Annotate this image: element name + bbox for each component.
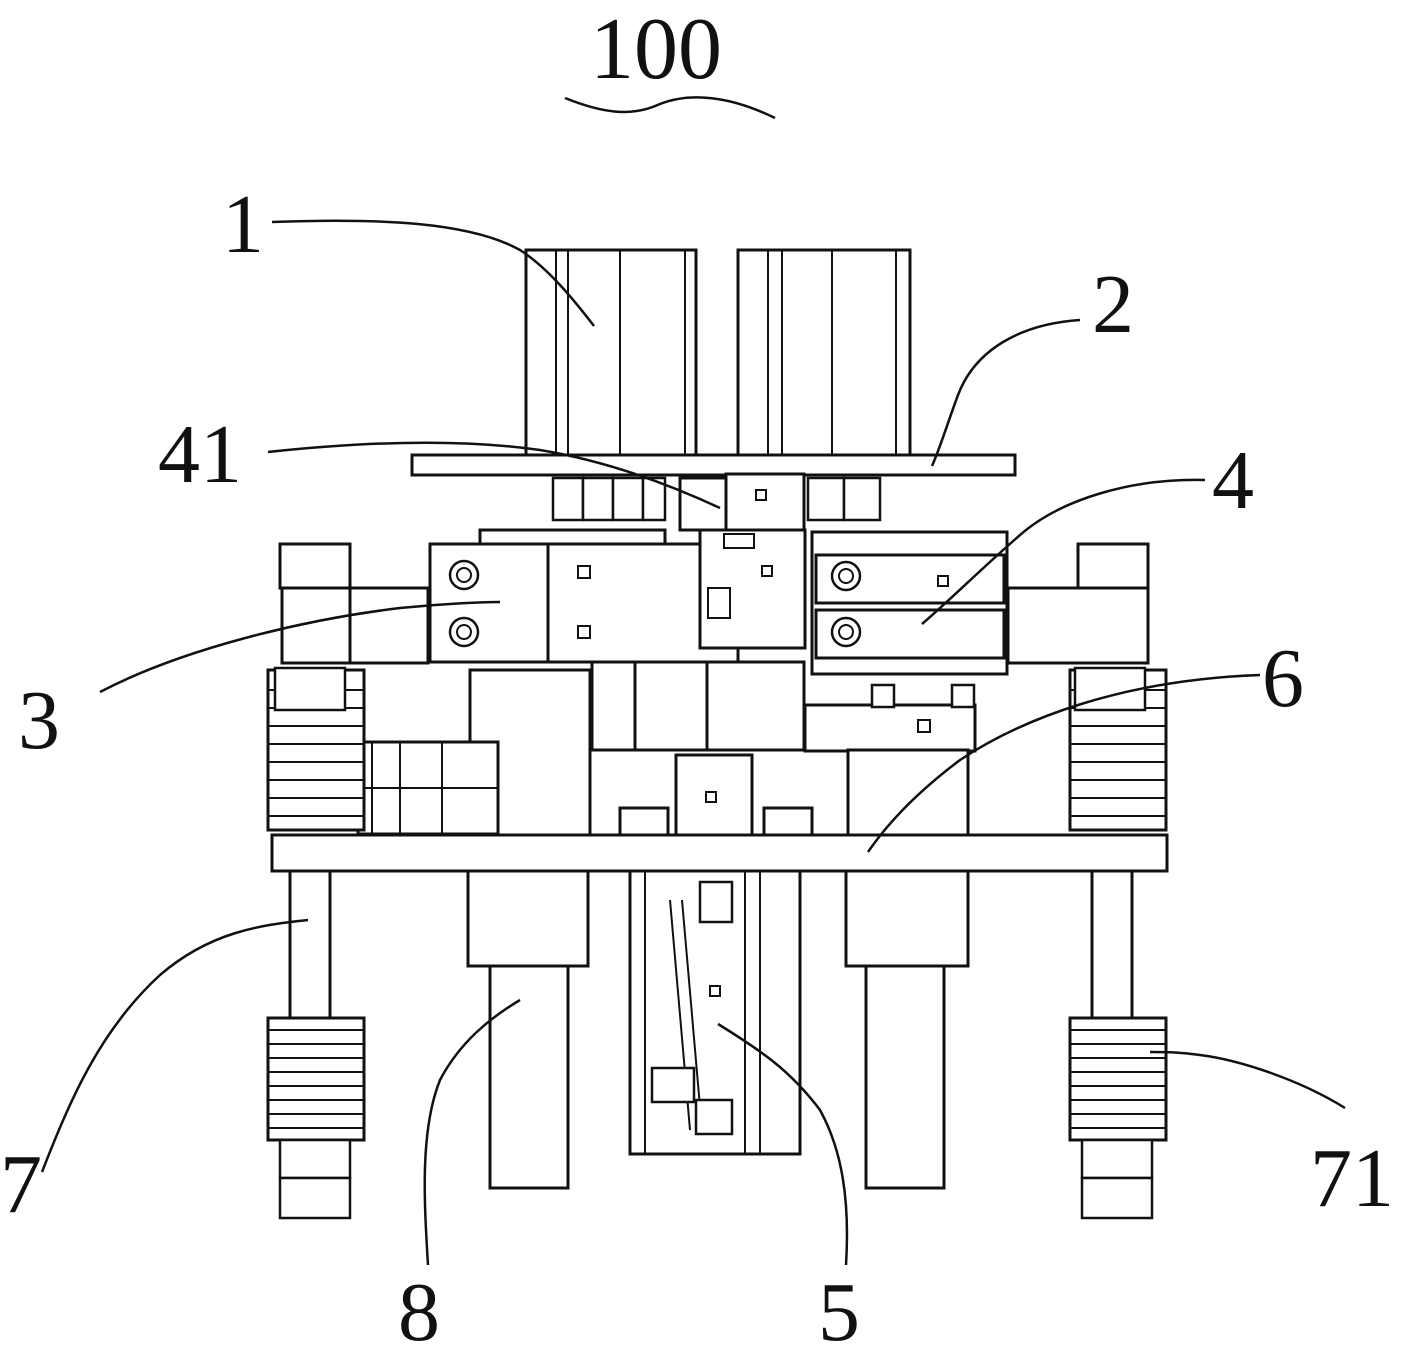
label-3: 3 (18, 674, 60, 767)
leader-4 (921, 478, 1206, 625)
leader-7 (40, 918, 309, 1173)
leader-8 (423, 998, 521, 1266)
leader-3 (99, 600, 501, 694)
leader-1 (271, 219, 595, 327)
leader-71 (1149, 1050, 1346, 1110)
assembly-underline (564, 96, 776, 120)
slide-rail-5 (628, 869, 802, 1156)
inner-components (356, 660, 977, 838)
cylinder-4 (810, 530, 1150, 676)
label-5: 5 (818, 1266, 860, 1349)
right-guide-post (1068, 666, 1168, 1220)
leader-6 (866, 673, 1261, 853)
leader-5 (717, 1022, 849, 1266)
label-1: 1 (222, 178, 264, 271)
base-plate (270, 833, 1169, 873)
lower-cylinder-right (844, 869, 970, 1190)
leader-41 (267, 441, 721, 510)
label-71: 71 (1310, 1132, 1394, 1225)
label-41: 41 (158, 408, 242, 501)
leader-2 (930, 318, 1081, 467)
top-plate-nuts (551, 476, 882, 522)
label-8: 8 (398, 1266, 440, 1349)
motor-pair (524, 248, 912, 460)
central-block (278, 528, 807, 665)
top-plate (410, 453, 1017, 477)
label-6: 6 (1262, 632, 1304, 725)
assembly-label: 100 (590, 1, 722, 98)
lower-cylinder-left (466, 869, 590, 1190)
label-7: 7 (0, 1138, 42, 1231)
label-2: 2 (1092, 258, 1134, 351)
bracket-41 (678, 472, 806, 532)
label-4: 4 (1212, 434, 1254, 527)
left-guide-post (266, 666, 366, 1220)
